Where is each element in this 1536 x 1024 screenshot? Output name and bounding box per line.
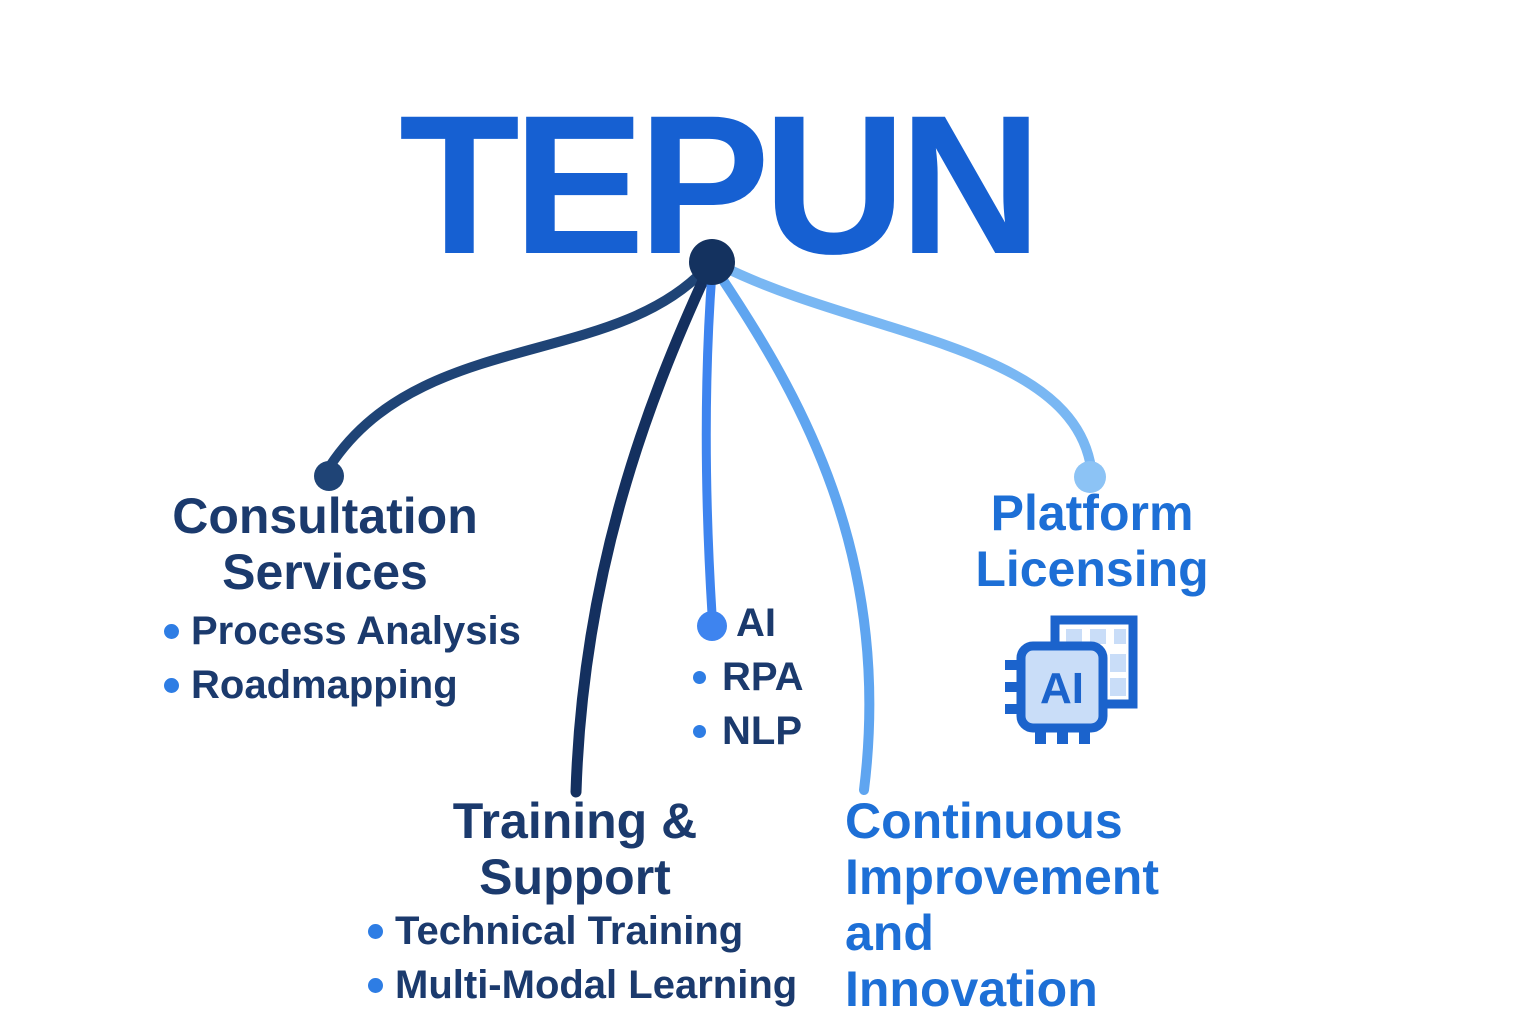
bullet-label: Technical Training [395, 909, 744, 953]
chip-pin [1005, 704, 1021, 714]
node-heading-platform-licensing: Platform Licensing [975, 485, 1209, 597]
branch-platform-line [717, 261, 1095, 467]
capabilities-bullet-list: AI RPA NLP [693, 596, 803, 758]
list-item: Roadmapping [164, 658, 521, 712]
chip-cell [1110, 678, 1126, 696]
chip-pin [1005, 660, 1021, 670]
chip-pin [1079, 726, 1090, 744]
page-title: TEPUN [398, 74, 1042, 295]
node-heading-training-support: Training & Support [452, 793, 698, 905]
branch-capabilities-line [701, 267, 717, 619]
bullet-label: RPA [722, 655, 804, 699]
training-bullet-list: Technical Training Multi-Modal Learning [368, 904, 797, 1012]
bullet-label: AI [736, 601, 776, 645]
chip-cell [1114, 629, 1126, 644]
bullet-dot-icon [368, 923, 383, 939]
bullet-dot-icon [164, 677, 179, 693]
chip-ai-label: AI [1040, 664, 1084, 713]
bullet-dot-icon [693, 670, 706, 684]
branch-continuous-line [712, 266, 875, 795]
list-item: Process Analysis [164, 604, 521, 658]
list-item: NLP [693, 704, 803, 758]
node-heading-continuous-improvement: Continuous Improvement and Innovation [845, 793, 1159, 1017]
node-heading-consultation-services: Consultation Services [172, 488, 478, 600]
bullet-dot-icon [368, 977, 383, 993]
bullet-label: NLP [722, 709, 802, 753]
chip-pin [1005, 682, 1021, 692]
list-item: Technical Training [368, 904, 797, 958]
consultation-bullet-list: Process Analysis Roadmapping [164, 604, 521, 712]
list-item: Multi-Modal Learning [368, 958, 797, 1012]
bullet-dot-icon [164, 623, 179, 639]
chip-cell [1090, 629, 1106, 644]
bullet-label: Process Analysis [191, 609, 521, 653]
branch-capabilities-end-dot [697, 611, 727, 641]
list-item: AI [693, 596, 803, 650]
chip-cell [1066, 629, 1082, 644]
chip-pin [1057, 726, 1068, 744]
bullet-label: Multi-Modal Learning [395, 963, 798, 1007]
chip-cell [1110, 654, 1126, 672]
chip-body [1016, 641, 1108, 733]
branch-platform-end-dot [1074, 461, 1106, 493]
branch-consultation-end-dot [314, 461, 344, 491]
chip-pin [1035, 726, 1046, 744]
branch-training-line [570, 266, 713, 798]
bullet-label: Roadmapping [191, 663, 458, 707]
center-hub-dot [689, 239, 735, 285]
branch-consultation-line [325, 265, 709, 471]
ai-chip-icon: AI [1005, 615, 1138, 744]
bullet-dot-icon [693, 724, 706, 738]
list-item: RPA [693, 650, 803, 704]
